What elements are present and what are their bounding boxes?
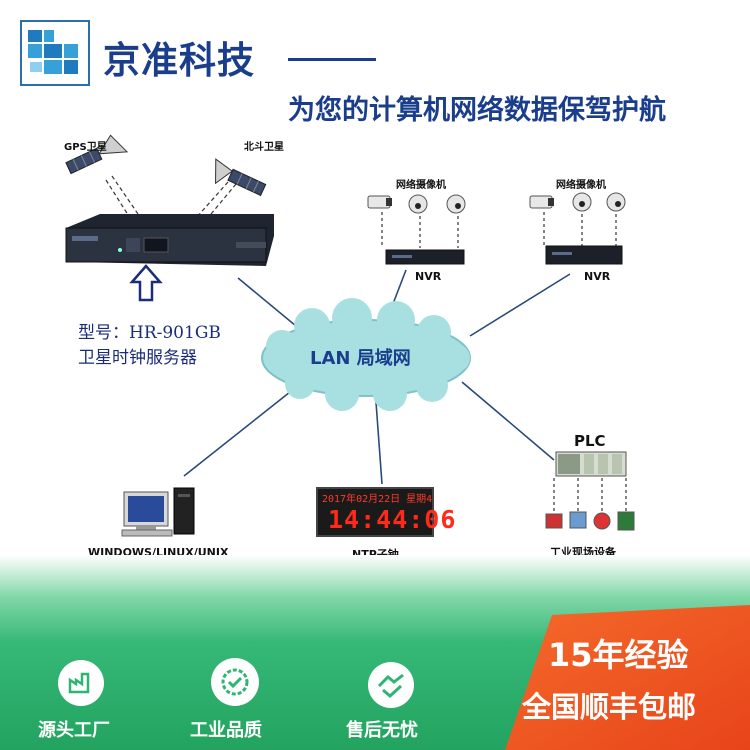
- logo-mark-icon: [28, 30, 78, 74]
- feature-label-factory: 源头工厂: [38, 720, 110, 741]
- lan-label: LAN 局域网: [310, 348, 411, 369]
- bullet-camera-icon: [367, 195, 392, 209]
- brand-name: 京准科技: [103, 39, 255, 82]
- brand-underline: [288, 58, 376, 61]
- feature-label-service: 售后无忧: [346, 720, 418, 741]
- factory-icon: [58, 660, 104, 706]
- dome-camera-icon: [606, 192, 626, 212]
- camera-label-2: 网络摄像机: [556, 180, 606, 191]
- server-model: 型号：HR-901GB: [78, 323, 221, 343]
- lan-cloud-icon: [261, 298, 471, 411]
- nvr-box-icon: [385, 249, 465, 265]
- network-diagram: [65, 134, 635, 537]
- beidou-satellite-icon: [215, 158, 267, 197]
- nvr-label-1: NVR: [415, 270, 442, 283]
- nvr-group-1: [367, 194, 466, 265]
- camera-label-1: 网络摄像机: [396, 180, 446, 191]
- gps-satellite-label: GPS卫星: [64, 142, 107, 153]
- gps-satellite-icon: [65, 134, 129, 175]
- beidou-satellite-label: 北斗卫星: [244, 142, 284, 153]
- nvr-box-icon: [545, 245, 623, 265]
- clock-date-readout: 2017年02月22日 星期4: [322, 494, 433, 505]
- slogan: 为您的计算机网络数据保驾护航: [288, 95, 666, 126]
- nvr-label-2: NVR: [584, 270, 611, 283]
- ntp-wall-clock: [316, 487, 434, 537]
- dome-camera-icon: [446, 194, 466, 214]
- shipping-badge-subtitle: 全国顺丰包邮: [522, 690, 697, 724]
- nvr-group-2: [529, 192, 626, 265]
- badge-background: [505, 605, 750, 750]
- plc-unit-icon: [555, 451, 627, 477]
- feature-label-quality: 工业品质: [190, 720, 262, 741]
- server-name: 卫星时钟服务器: [78, 348, 197, 368]
- satellite-signal-lines: [105, 175, 237, 221]
- up-arrow-icon: [129, 264, 163, 302]
- brand-logo: [20, 20, 90, 86]
- clock-time-readout: 14:44:06: [328, 505, 457, 534]
- dome-camera-icon: [572, 192, 592, 212]
- quality-seal-icon: [211, 658, 259, 706]
- rack-server-icon: [65, 214, 274, 266]
- desktop-computer-icon: [121, 487, 195, 537]
- bullet-camera-icon: [529, 195, 554, 209]
- footer-banner: [0, 555, 750, 750]
- experience-badge-title: 15年经验: [548, 636, 689, 674]
- field-devices-icon: [545, 511, 635, 531]
- plc-title: PLC: [574, 432, 606, 450]
- dome-camera-icon: [408, 194, 428, 214]
- connection-lines: [183, 269, 571, 485]
- handshake-icon: [368, 662, 414, 708]
